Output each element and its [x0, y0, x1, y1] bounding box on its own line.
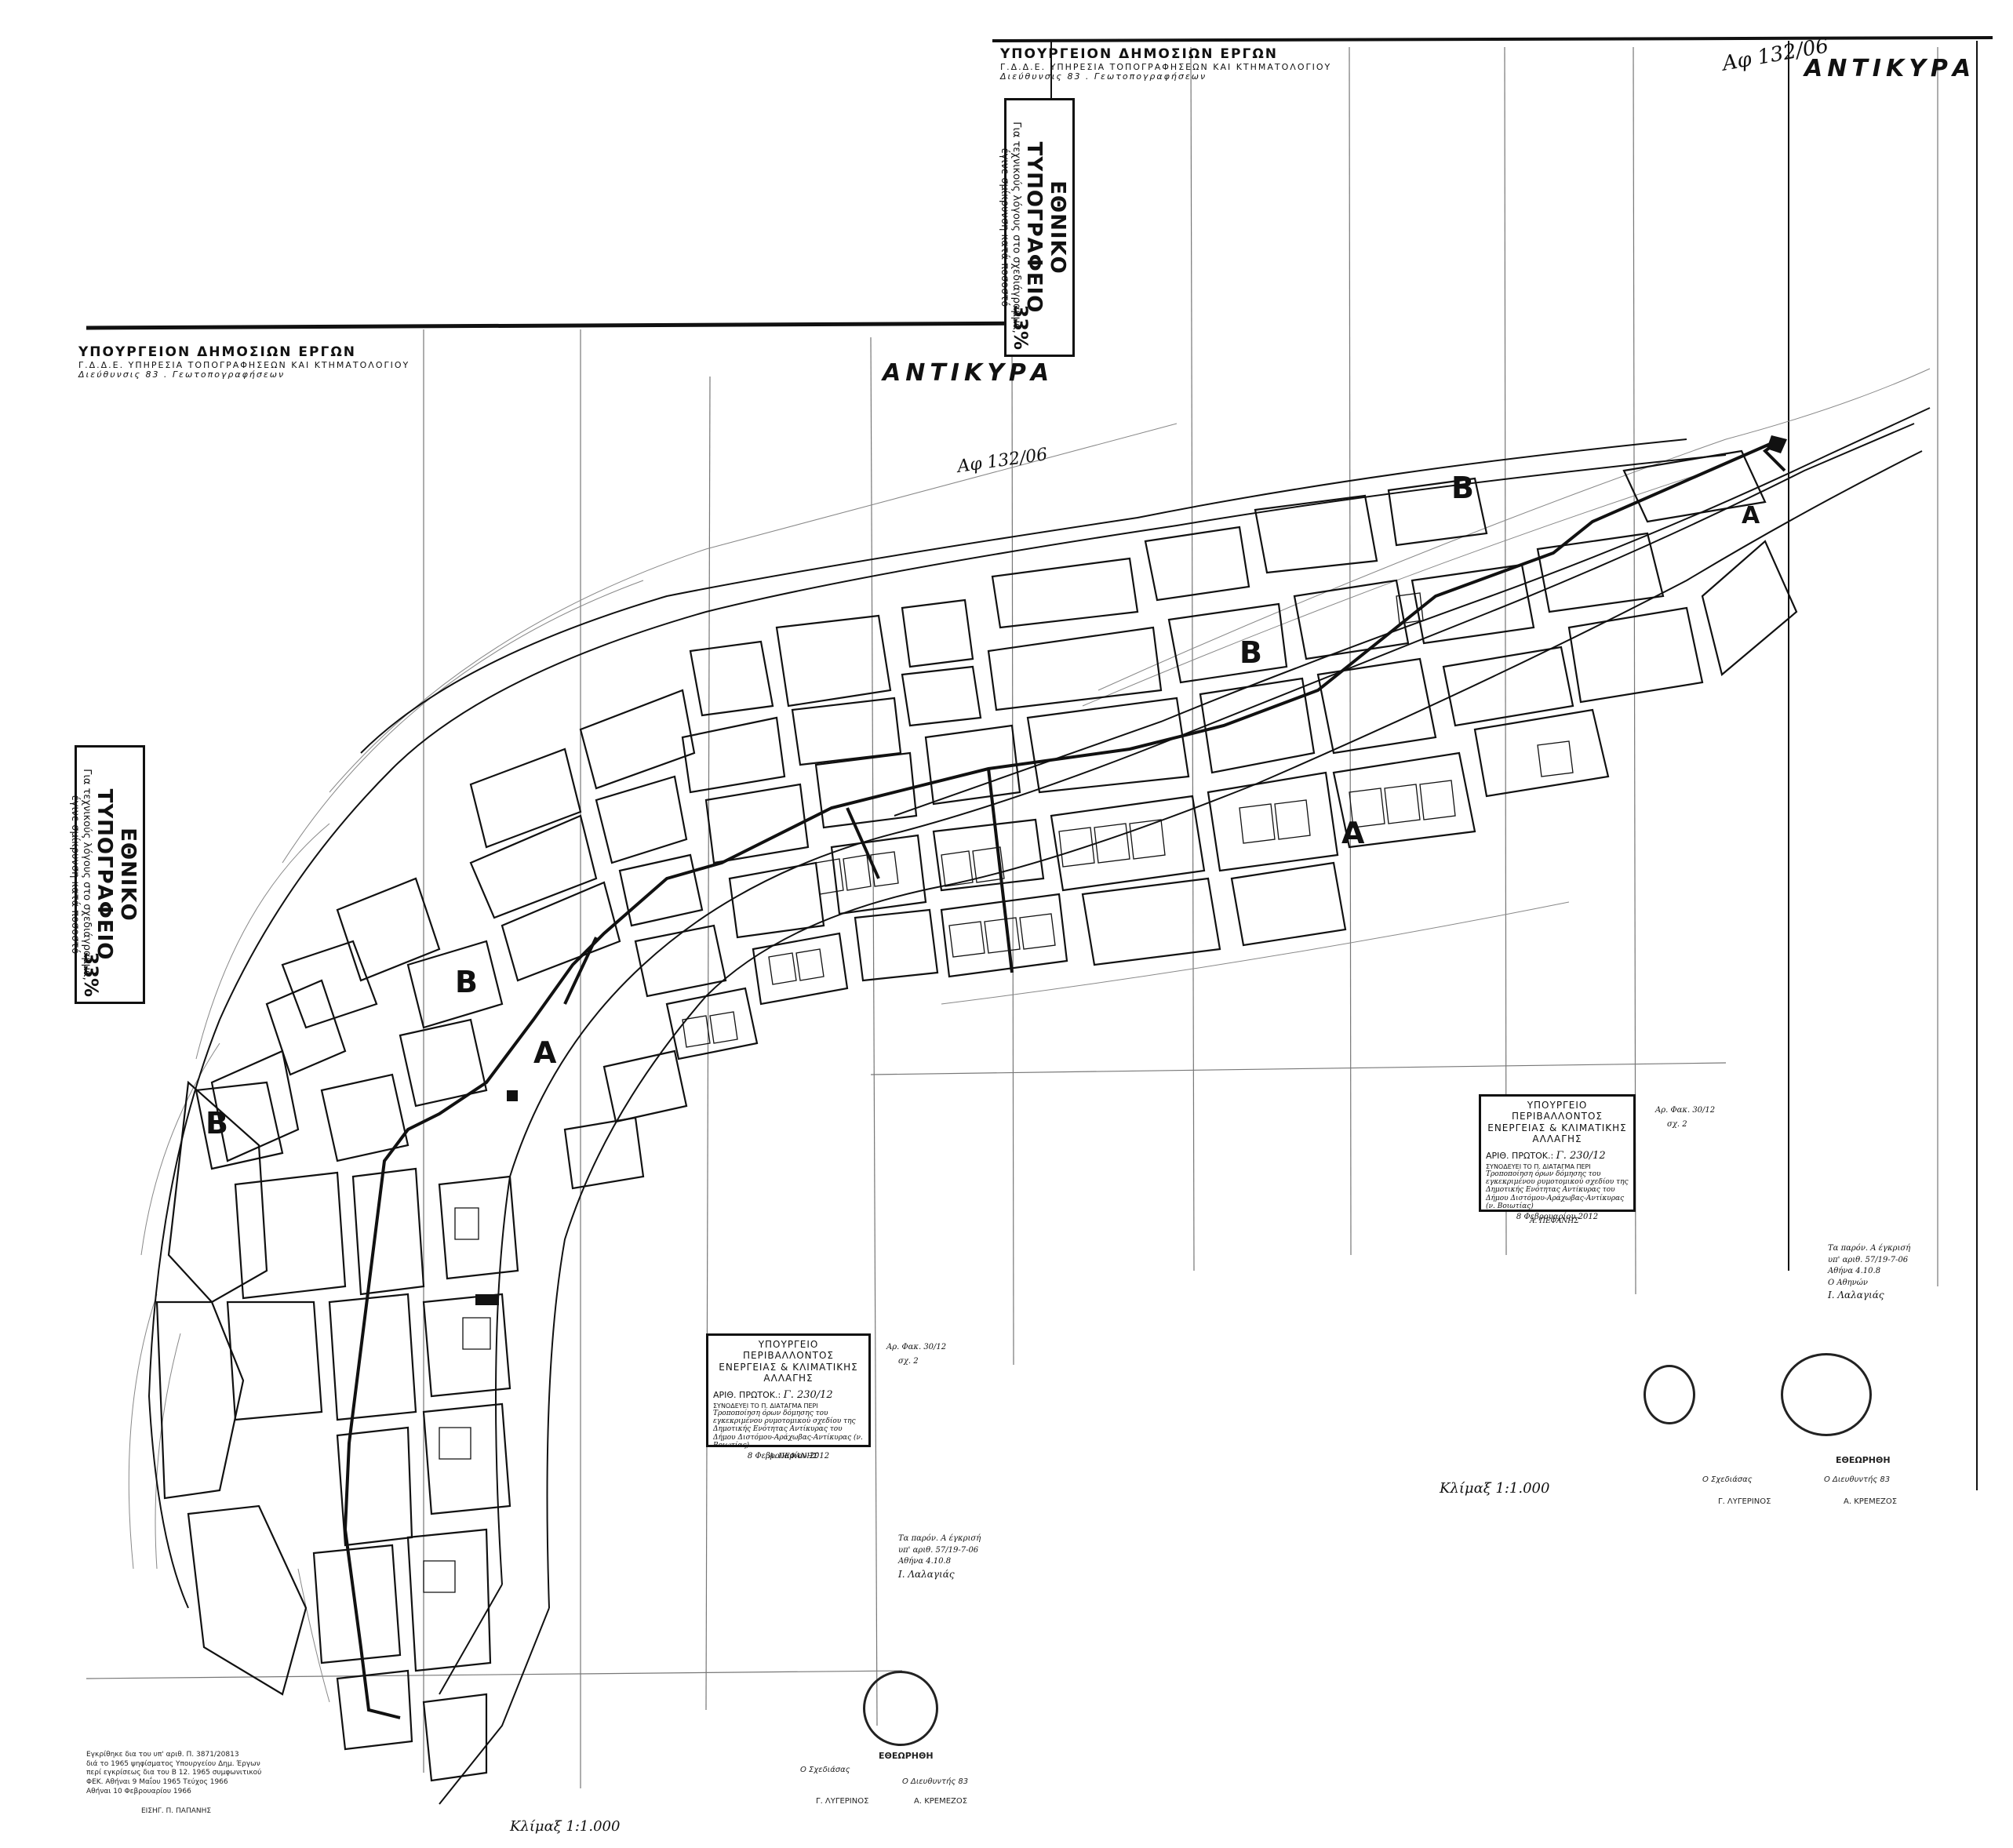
top-service-title: Γ.Δ.Δ.Ε. ΥΠΗΡΕΣΙΑ ΤΟΠΟΓΡΑΦΗΣΕΩΝ ΚΑΙ ΚΤΗΜ…	[1000, 61, 1332, 72]
reg-line: Τα παρόν. Α έγκρισή	[1828, 1244, 1911, 1253]
decree-line: διά το 1965 ψηφίσματος Υπουργείου Δημ. Έ…	[86, 1759, 260, 1768]
reg-line: Αθήνα 4.10.8	[898, 1557, 952, 1566]
city-blocks	[155, 449, 1798, 1782]
approval-ref-right: Αρ. Φακ. 30/12	[1655, 1106, 1716, 1115]
zone-label: Β	[455, 965, 478, 999]
approval-protocol-label: ΑΡΙΘ. ΠΡΩΤΟΚ.:	[713, 1389, 781, 1400]
decree-line: Εγκρίθηκε δια του υπ' αριθ. Π. 3871/2081…	[86, 1751, 239, 1759]
director-name-center: Α. ΚΡΕΜΕΖΟΣ	[914, 1797, 968, 1806]
reg-line: Ι. Λαλαγιάς	[1828, 1290, 1884, 1301]
official-seal	[1644, 1365, 1695, 1424]
zone-label: Α	[1341, 816, 1365, 850]
drafter-label-center: Ο Σχεδιάσας	[800, 1766, 850, 1774]
decree-line: Αθήναι 10 Φεβρουαρίου 1966	[86, 1787, 191, 1795]
reg-line: Αθήνα 4.10.8	[1828, 1267, 1881, 1275]
approval-date: 8 Φεβρουαρίου 2012	[747, 1452, 830, 1461]
approval-protocol-value: Γ. 230/12	[1556, 1149, 1606, 1162]
main-ministry-title: ΥΠΟΥΡΓΕΙΟΝ ΔΗΜΟΣΙΩΝ ΕΡΓΩΝ	[78, 344, 356, 360]
director-label-center: Ο Διευθυντής 83	[902, 1777, 969, 1786]
approval-annex-label: ΣΥΝΟΔΕΥΕΙ ΤΟ Π. ΔΙΑΤΑΓΜΑ ΠΕΡΙ	[713, 1402, 818, 1410]
approval-annex-label: ΣΥΝΟΔΕΥΕΙ ΤΟ Π. ΔΙΑΤΑΓΜΑ ΠΕΡΙ	[1486, 1162, 1591, 1170]
sheet-borders	[86, 36, 1993, 1490]
zone-label: Β	[206, 1106, 228, 1140]
terrain-contours	[128, 368, 1931, 1703]
approval-sheet-center: σχ. 2	[898, 1357, 919, 1366]
approval-signature-right: Α. ΠΕΦΑΝΗΣ	[1530, 1217, 1579, 1225]
registration-note-center: Τα παρόν. Α έγκρισή υπ' αριθ. 57/19-7-06…	[898, 1533, 981, 1581]
print-office-stamp-top: ΕΘΝΙΚΟ ΤΥΠΟΓΡΑΦΕΙΟ Για τεχνικούς λόγους …	[999, 98, 1075, 357]
reg-line: Ι. Λαλαγιάς	[898, 1568, 955, 1580]
top-ministry-title: ΥΠΟΥΡΓΕΙΟΝ ΔΗΜΟΣΙΩΝ ΕΡΓΩΝ	[1000, 46, 1278, 62]
print-office-stamp-left: ΕΘΝΙΚΟ ΤΥΠΟΓΡΑΦΕΙΟ Για τεχνικούς λόγους …	[69, 745, 145, 1004]
approval-annex-text: Τροποποίηση όρων δόμησης του εγκεκριμένο…	[713, 1409, 863, 1450]
reg-line: υπ' αριθ. 57/19-7-06	[898, 1545, 979, 1555]
approval-title-1: ΥΠΟΥΡΓΕΙΟ ΠΕΡΙΒΑΛΛΟΝΤΟΣ	[742, 1339, 835, 1362]
checked-label-center: ΕΘΕΩΡΗΘΗ	[879, 1751, 934, 1761]
decree-line: περί εγκρίσεως δια του Β 12. 1965 συμφων…	[86, 1769, 262, 1777]
approval-protocol-value: Γ. 230/12	[783, 1388, 833, 1401]
approval-annex-text: Τροποποίηση όρων δόμησης του εγκεκριμένο…	[1486, 1170, 1629, 1210]
amendment-boundary	[343, 438, 1786, 1719]
main-directorate-title: Διεύθυνσις 83 . Γεωτοπογραφήσεων	[78, 369, 286, 380]
checked-label-right: ΕΘΕΩΡΗΘΗ	[1836, 1455, 1891, 1465]
zone-label: Β	[1451, 471, 1474, 505]
drafter-name-right: Γ. ΛΥΓΕΡΙΝΟΣ	[1718, 1497, 1771, 1506]
decree-signature: ΕΙΣΗΓ. Π. ΠΑΠΑΝΗΣ	[141, 1807, 212, 1816]
decree-note-left: Εγκρίθηκε δια του υπ' αριθ. Π. 3871/2081…	[86, 1751, 290, 1817]
filled-markers	[475, 435, 1787, 1305]
parcels	[423, 592, 1574, 1593]
zone-label: Α	[1742, 502, 1760, 529]
registration-note-right: Τα παρόν. Α έγκρισή υπ' αριθ. 57/19-7-06…	[1828, 1243, 1910, 1302]
top-place-name: ΑΝΤΙΚΥΡΑ	[1804, 55, 1976, 82]
decree-line: ΦΕΚ. Αθήναι 9 Μαΐου 1965 Τεύχος 1966	[86, 1778, 228, 1787]
drafter-label-right: Ο Σχεδιάσας	[1702, 1475, 1753, 1484]
official-seal	[1781, 1353, 1872, 1436]
drafter-name-center: Γ. ΛΥΓΕΡΙΝΟΣ	[816, 1797, 869, 1806]
main-sheet-header: ΥΠΟΥΡΓΕΙΟΝ ΔΗΜΟΣΙΩΝ ΕΡΓΩΝ Γ.Δ.Δ.Ε. ΥΠΗΡΕ…	[78, 344, 410, 380]
approval-sheet-right: σχ. 2	[1667, 1120, 1687, 1129]
approval-protocol-label: ΑΡΙΘ. ΠΡΩΤΟΚ.:	[1486, 1150, 1554, 1161]
print-stamp-percent: 33%	[80, 951, 102, 997]
official-seal	[863, 1671, 938, 1746]
reg-line: Τα παρόν. Α έγκρισή	[898, 1534, 981, 1543]
print-stamp-percent: 33%	[1010, 304, 1032, 350]
print-stamp-line2: έγινε σμίκρυνση κατά ποσοστό	[69, 795, 81, 955]
zone-label: Β	[1239, 635, 1262, 670]
top-directorate-title: Διεύθυνσις 83 . Γεωτοπογραφήσεων	[1000, 71, 1207, 82]
approval-ref-center: Αρ. Φακ. 30/12	[886, 1343, 947, 1351]
top-sheet-header: ΥΠΟΥΡΓΕΙΟΝ ΔΗΜΟΣΙΩΝ ΕΡΓΩΝ Γ.Δ.Δ.Ε. ΥΠΗΡΕ…	[1000, 46, 1332, 82]
approval-date: 8 Φεβρουαρίου 2012	[1516, 1213, 1599, 1222]
director-name-right: Α. ΚΡΕΜΕΖΟΣ	[1844, 1497, 1898, 1506]
road-network	[147, 407, 1931, 1805]
print-stamp-line2: έγινε σμίκρυνση κατά ποσοστό	[999, 147, 1010, 307]
main-place-name: ΑΝΤΙΚΥΡΑ	[883, 359, 1054, 387]
scale-label-left: Κλίμαξ 1:1.000	[510, 1818, 621, 1835]
approval-title-2: ΕΝΕΡΓΕΙΑΣ & ΚΛΙΜΑΤΙΚΗΣ ΑΛΛΑΓΗΣ	[1487, 1122, 1627, 1145]
director-label-right: Ο Διευθυντής 83	[1824, 1475, 1891, 1484]
approval-signature-center: Α. ΠΕΦΑΝΗΣ	[769, 1453, 818, 1461]
approval-title-2: ΕΝΕΡΓΕΙΑΣ & ΚΛΙΜΑΤΙΚΗΣ ΑΛΛΑΓΗΣ	[719, 1361, 858, 1384]
main-service-title: Γ.Δ.Δ.Ε. ΥΠΗΡΕΣΙΑ ΤΟΠΟΓΡΑΦΗΣΕΩΝ ΚΑΙ ΚΤΗΜ…	[78, 359, 410, 370]
zone-label: Α	[533, 1035, 557, 1070]
approval-box-center: ΥΠΟΥΡΓΕΙΟ ΠΕΡΙΒΑΛΛΟΝΤΟΣ ΕΝΕΡΓΕΙΑΣ & ΚΛΙΜ…	[706, 1333, 871, 1461]
approval-box-right: ΥΠΟΥΡΓΕΙΟ ΠΕΡΙΒΑΛΛΟΝΤΟΣ ΕΝΕΡΓΕΙΑΣ & ΚΛΙΜ…	[1479, 1094, 1636, 1221]
approval-title-1: ΥΠΟΥΡΓΕΙΟ ΠΕΡΙΒΑΛΛΟΝΤΟΣ	[1511, 1100, 1603, 1122]
scale-label-right: Κλίμαξ 1:1.000	[1440, 1480, 1550, 1497]
reg-line: υπ' αριθ. 57/19-7-06	[1828, 1255, 1909, 1264]
reg-line: Ο Αθηνών	[1828, 1278, 1868, 1287]
